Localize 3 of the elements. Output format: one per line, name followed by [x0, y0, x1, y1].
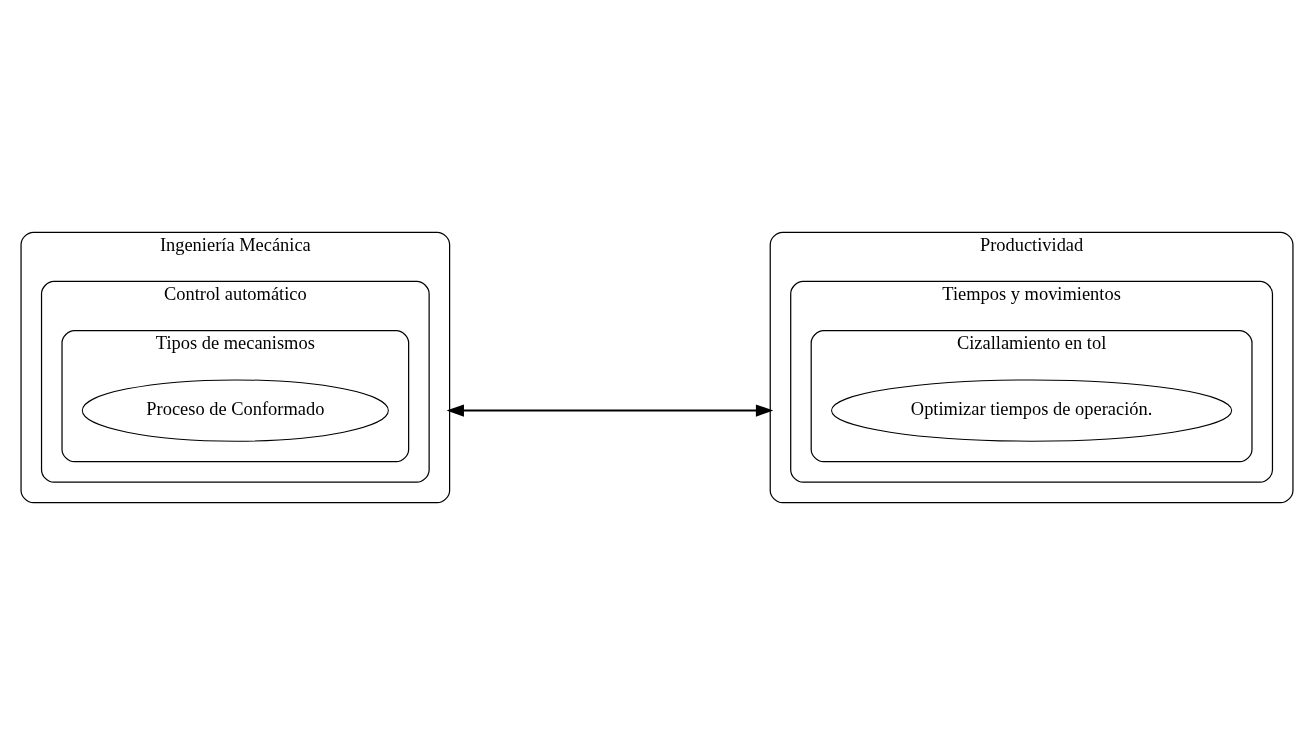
- node-ellipse: Optimizar tiempos de operación.: [831, 378, 1233, 442]
- node-ellipse: Proceso de Conformado: [81, 378, 389, 442]
- arrow: [446, 403, 774, 417]
